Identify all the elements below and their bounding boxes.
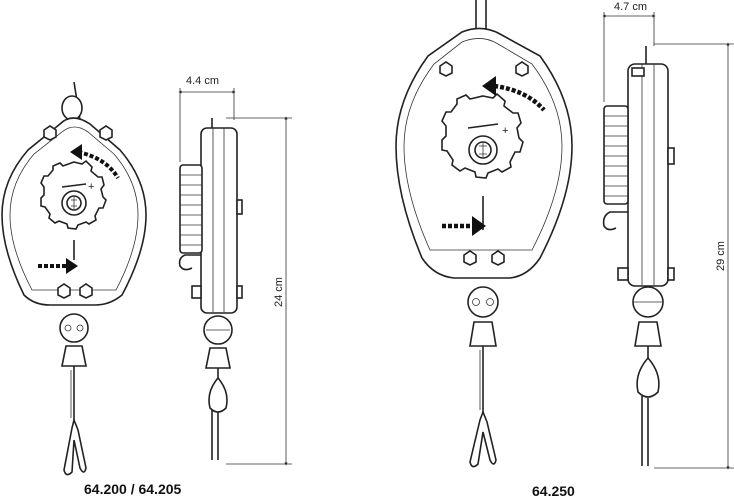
small-width-dimension: 4.4 cm: [178, 75, 236, 162]
large-balancer-side-view: [602, 46, 675, 466]
large-height-dimension: 29 cm: [654, 42, 734, 470]
small-balancer-front-view: +: [1, 81, 147, 476]
large-height-label: 29 cm: [715, 241, 727, 271]
small-height-label: 24 cm: [273, 277, 285, 307]
arrow-icon: [442, 76, 546, 236]
screw-icon: [439, 61, 529, 266]
large-balancer-front-view: +: [395, 0, 573, 468]
large-width-label: 4.7 cm: [614, 1, 647, 13]
small-model-label: 64.200 / 64.205: [84, 481, 182, 497]
small-width-label: 4.4 cm: [186, 75, 219, 87]
carabiner-hook-icon: [469, 409, 497, 468]
carabiner-hook-icon: [63, 417, 87, 476]
large-width-dimension: 4.7 cm: [602, 1, 656, 102]
small-height-dimension: 24 cm: [226, 116, 292, 466]
large-model-label: 64.250: [532, 483, 575, 499]
arrow-icon: [38, 144, 120, 274]
svg-text:+: +: [502, 125, 508, 137]
svg-text:+: +: [88, 181, 94, 193]
screw-icon: [43, 125, 113, 299]
small-balancer-side-view: [178, 118, 243, 460]
